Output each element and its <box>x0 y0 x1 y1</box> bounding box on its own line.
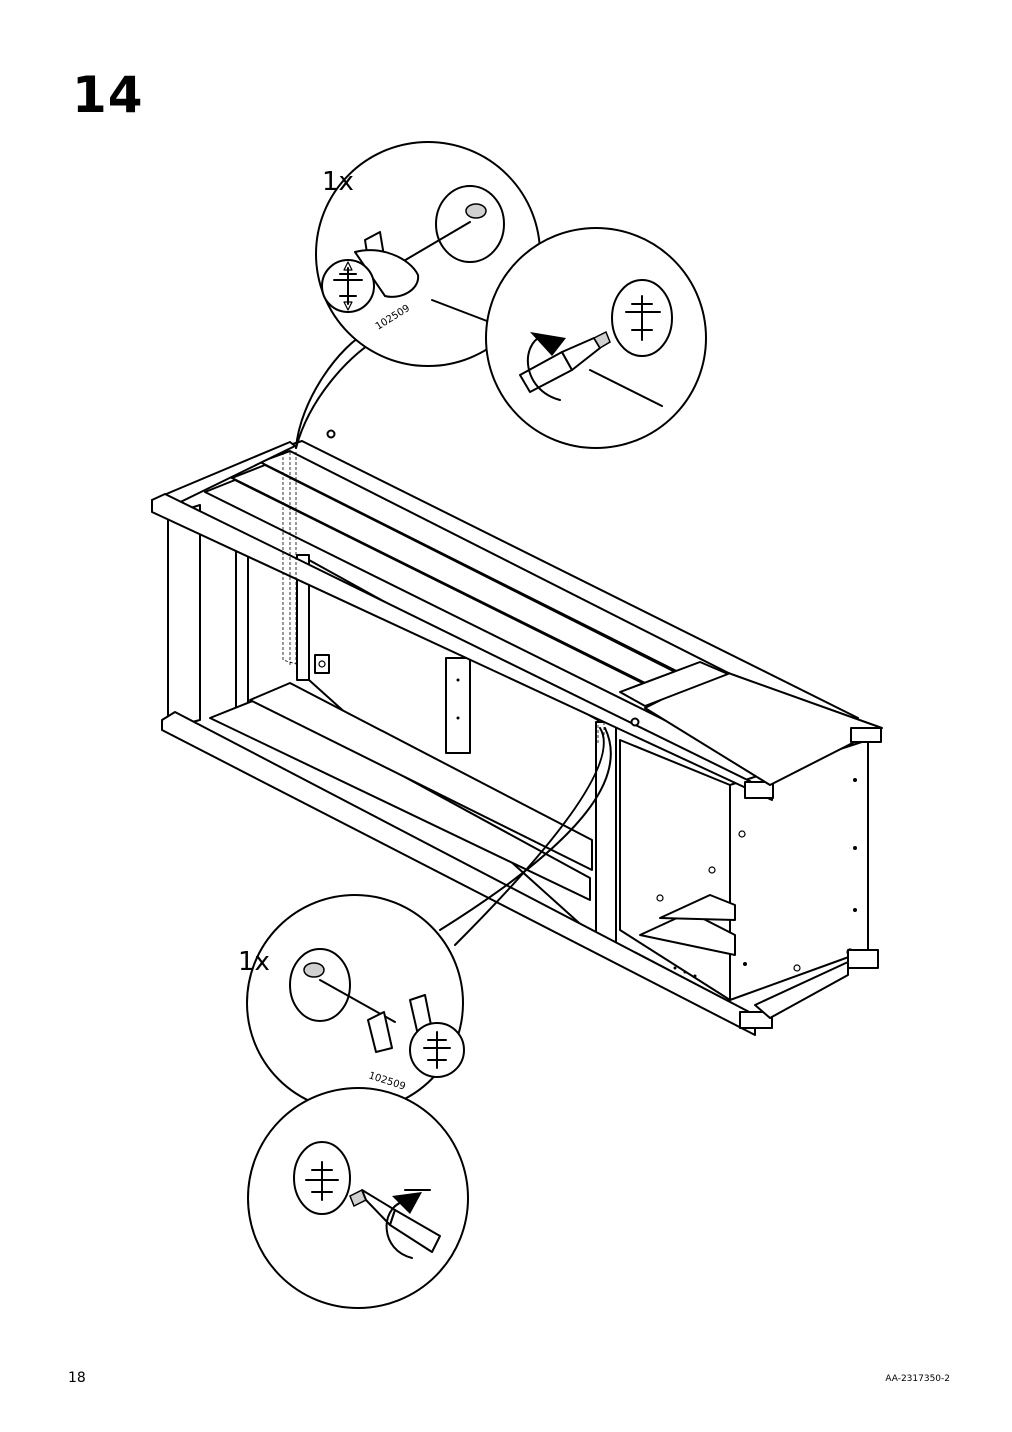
top-quantity: 1x <box>322 167 354 197</box>
bottom-quantity: 1x <box>238 947 270 977</box>
bottom-slat-2 <box>249 682 593 871</box>
cam-lock-fitting-icon <box>321 231 420 313</box>
middle-support <box>445 657 471 754</box>
left-end-panel <box>167 504 201 729</box>
clockwise-arrow-icon <box>385 1192 422 1259</box>
top-mid-cross <box>619 661 729 707</box>
top-front-cap <box>744 781 774 799</box>
bottom-tighten-circle <box>247 1087 469 1309</box>
bottom-detail-circle: 102509 <box>246 894 465 1112</box>
bottom-slat-1 <box>209 697 591 901</box>
corner-bracket <box>314 654 330 674</box>
bottom-right-rail <box>754 961 849 1019</box>
bench-assembly <box>151 429 883 1036</box>
step-number: 14 <box>72 66 144 124</box>
top-back-cap <box>850 727 882 743</box>
cam-lock-right-position <box>630 717 640 727</box>
bottom-slat-r1 <box>639 911 736 956</box>
bottom-slat-r2 <box>659 894 736 921</box>
left-back-post <box>235 544 249 726</box>
bottom-back-foot <box>847 949 879 969</box>
cam-lock-top-position <box>326 429 336 439</box>
cam-lock-fitting-icon <box>367 994 465 1078</box>
top-tighten-circle <box>485 227 707 449</box>
screwdriver-icon <box>349 1188 441 1253</box>
right-post <box>595 721 617 948</box>
clockwise-arrow-icon <box>527 332 566 401</box>
page-number: 18 <box>68 1370 86 1386</box>
bottom-right-foot <box>739 1011 773 1029</box>
top-detail-circle: 102509 <box>315 141 541 367</box>
bottom-leader-line <box>454 727 605 946</box>
document-code: AA-2317350-2 <box>885 1374 950 1384</box>
